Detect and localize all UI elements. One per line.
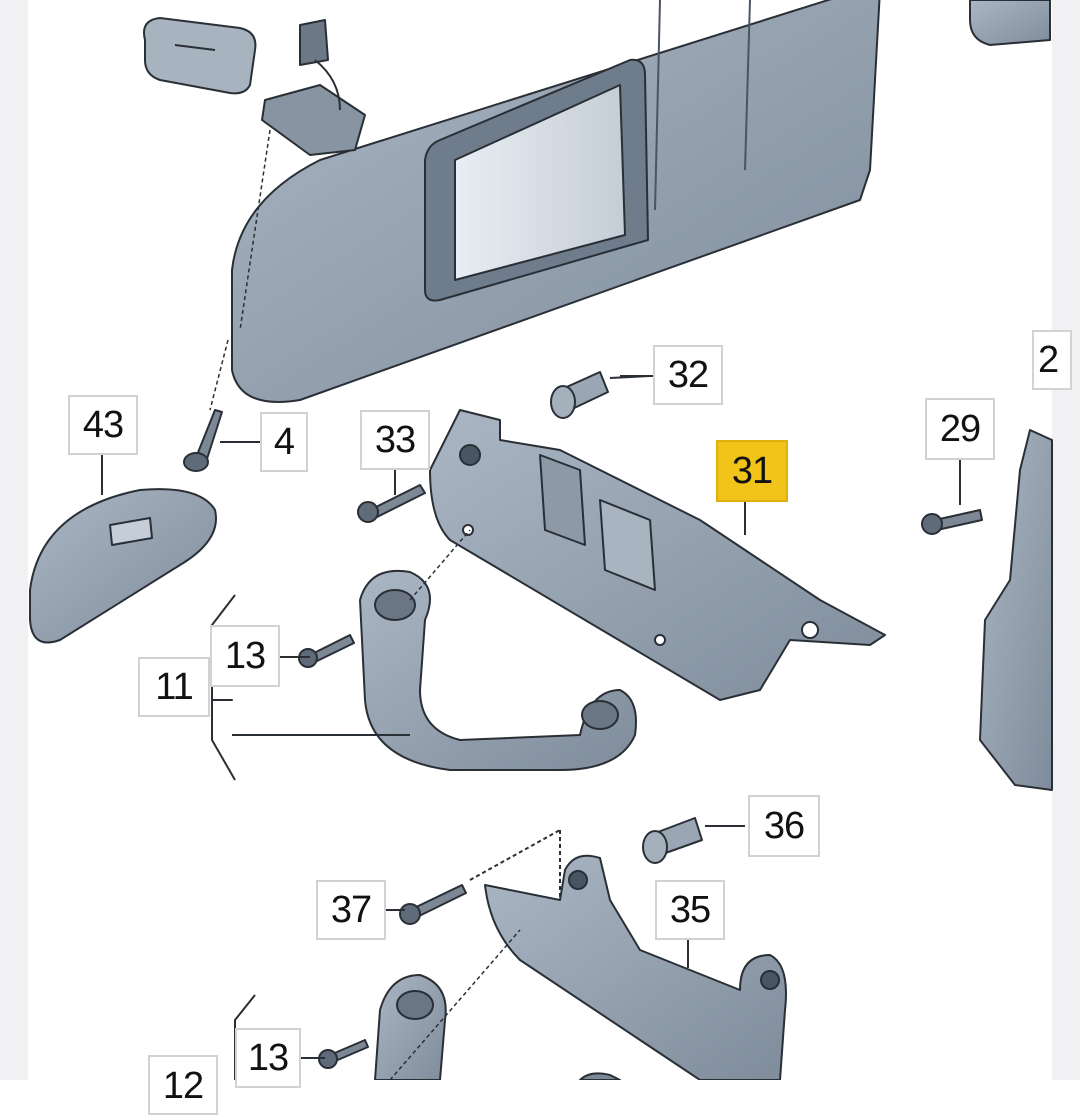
callout-2-partial: 2 [1032,330,1072,390]
bracket-35 [484,854,787,1080]
vanity-mirror [454,84,626,281]
left-margin-strip [0,0,28,1080]
callout-13-lower: 13 [235,1028,301,1088]
callout-11: 11 [138,657,210,717]
bracket-29 [979,429,1053,791]
parts-illustration [29,0,1053,1080]
callout-37: 37 [316,880,386,940]
callout-43: 43 [68,395,138,455]
bracket-31 [429,409,886,701]
callout-36: 36 [748,795,820,857]
callout-12-partial: 12 [148,1055,218,1115]
clip-cover [143,17,257,95]
callout-29: 29 [925,398,995,460]
right-margin-strip [1052,0,1080,1080]
callout-4: 4 [260,412,308,472]
callout-32: 32 [653,345,723,405]
cap-43 [29,488,217,644]
callout-35: 35 [655,880,725,940]
callout-33: 33 [360,410,430,470]
visor-mount [261,84,366,156]
callout-31-highlighted: 31 [716,440,788,502]
callout-13: 13 [210,625,280,687]
